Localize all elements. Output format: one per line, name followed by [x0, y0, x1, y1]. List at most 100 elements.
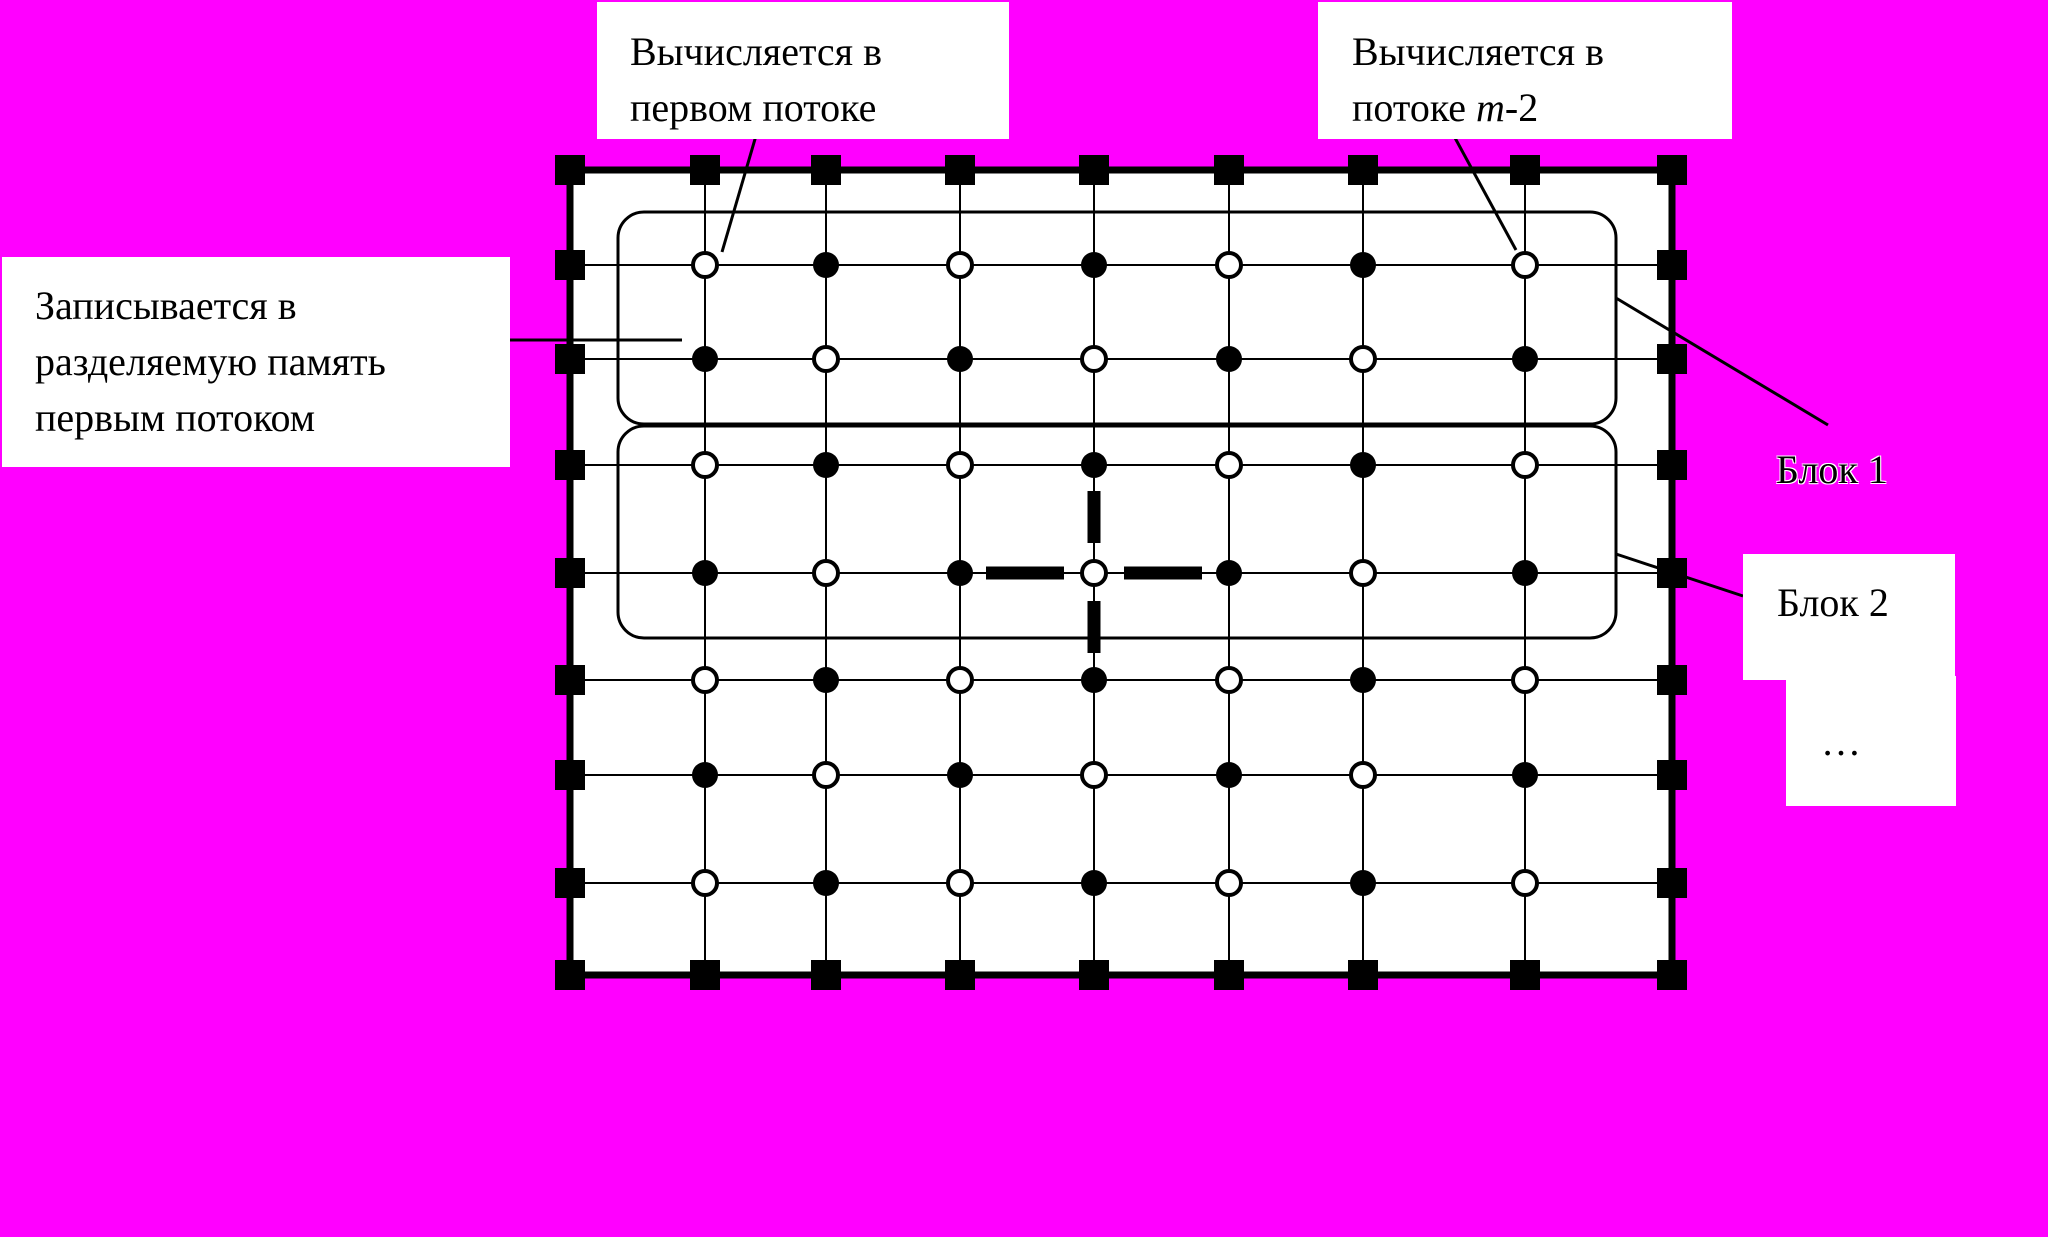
node-open-r7-c3 [946, 869, 974, 897]
boundary-node-r6-c0 [555, 760, 585, 790]
boundary-node-r0-c6 [1348, 155, 1378, 185]
label-ellipsis: … [1786, 676, 1956, 806]
node-filled-r4-c3 [947, 560, 973, 586]
node-filled-r6-c5 [1216, 762, 1242, 788]
boundary-node-r0-c8 [1657, 155, 1687, 185]
label-thread-m2-variable: m [1476, 85, 1505, 130]
label-block-1: Блок 1 [1776, 447, 1888, 492]
boundary-node-r0-c1 [690, 155, 720, 185]
node-filled-r5-c6 [1350, 667, 1376, 693]
node-filled-r3-c2 [813, 452, 839, 478]
boundary-node-r2-c8 [1657, 344, 1687, 374]
boundary-node-r8-c5 [1214, 960, 1244, 990]
node-open-r4-c6 [1349, 559, 1377, 587]
node-filled-r5-c4 [1081, 667, 1107, 693]
node-filled-r2-c7 [1512, 346, 1538, 372]
boundary-node-r0-c2 [811, 155, 841, 185]
node-filled-r4-c5 [1216, 560, 1242, 586]
node-filled-r7-c6 [1350, 870, 1376, 896]
boundary-node-r7-c0 [555, 868, 585, 898]
node-open-r6-c4 [1080, 761, 1108, 789]
label-shared-memory-line3: первым потоком [35, 395, 316, 440]
node-open-r2-c2 [812, 345, 840, 373]
node-filled-r4-c7 [1512, 560, 1538, 586]
boundary-node-r0-c5 [1214, 155, 1244, 185]
node-open-r7-c7 [1511, 869, 1539, 897]
node-filled-r1-c6 [1350, 252, 1376, 278]
leader-block-1 [1615, 296, 1829, 427]
label-first-thread-line1: Вычисляется в [630, 29, 882, 74]
label-thread-m2-line2: потоке m-2 [1352, 80, 1732, 136]
node-open-r6-c6 [1349, 761, 1377, 789]
boundary-node-r0-c4 [1079, 155, 1109, 185]
node-open-r3-c7 [1511, 451, 1539, 479]
node-filled-r1-c2 [813, 252, 839, 278]
block-2-outline [616, 424, 1618, 640]
boundary-node-r4-c0 [555, 558, 585, 588]
node-open-r6-c2 [812, 761, 840, 789]
boundary-node-r5-c8 [1657, 665, 1687, 695]
label-shared-memory-line2: разделяемую память [35, 339, 386, 384]
node-open-r7-c1 [691, 869, 719, 897]
label-first-thread: Вычисляется в первом потоке [597, 2, 1009, 139]
node-open-r5-c7 [1511, 666, 1539, 694]
label-shared-memory: Записывается в разделяемую память первым… [2, 257, 510, 467]
node-filled-r2-c1 [692, 346, 718, 372]
node-filled-r5-c2 [813, 667, 839, 693]
label-first-thread-line2: первом потоке [630, 85, 877, 130]
boundary-node-r7-c8 [1657, 868, 1687, 898]
boundary-node-r2-c0 [555, 344, 585, 374]
node-filled-r6-c7 [1512, 762, 1538, 788]
boundary-node-r8-c4 [1079, 960, 1109, 990]
boundary-node-r3-c0 [555, 450, 585, 480]
node-filled-r7-c2 [813, 870, 839, 896]
node-open-r5-c3 [946, 666, 974, 694]
node-open-r3-c1 [691, 451, 719, 479]
node-open-r1-c3 [946, 251, 974, 279]
node-open-r2-c6 [1349, 345, 1377, 373]
node-filled-r2-c3 [947, 346, 973, 372]
node-open-r2-c4 [1080, 345, 1108, 373]
node-filled-r3-c6 [1350, 452, 1376, 478]
node-open-r3-c5 [1215, 451, 1243, 479]
node-open-r1-c5 [1215, 251, 1243, 279]
node-open-r3-c3 [946, 451, 974, 479]
label-thread-m2-suffix: -2 [1504, 85, 1539, 130]
node-open-r5-c1 [691, 666, 719, 694]
boundary-node-r6-c8 [1657, 760, 1687, 790]
node-open-r1-c1 [691, 251, 719, 279]
label-thread-m2: Вычисляется в потоке m-2 [1318, 2, 1732, 139]
node-filled-r1-c4 [1081, 252, 1107, 278]
node-open-r1-c7 [1511, 251, 1539, 279]
boundary-node-r0-c3 [945, 155, 975, 185]
block-1-outline [616, 210, 1618, 426]
node-open-r4-c4 [1080, 559, 1108, 587]
node-filled-r6-c3 [947, 762, 973, 788]
boundary-node-r8-c2 [811, 960, 841, 990]
leader-first-thread [720, 121, 762, 253]
leader-thread-m2 [1446, 124, 1518, 251]
node-filled-r4-c1 [692, 560, 718, 586]
node-open-r7-c5 [1215, 869, 1243, 897]
boundary-node-r0-c0 [555, 155, 585, 185]
boundary-node-r8-c1 [690, 960, 720, 990]
node-filled-r2-c5 [1216, 346, 1242, 372]
label-block-2-text: Блок 2 [1777, 580, 1889, 625]
label-shared-memory-line1: Записывается в [35, 283, 297, 328]
label-thread-m2-prefix: потоке [1352, 85, 1477, 130]
node-filled-r6-c1 [692, 762, 718, 788]
label-block-2: Блок 2 [1743, 554, 1955, 680]
boundary-node-r8-c0 [555, 960, 585, 990]
boundary-node-r8-c6 [1348, 960, 1378, 990]
label-ellipsis-text: … [1821, 719, 1861, 764]
boundary-node-r8-c7 [1510, 960, 1540, 990]
label-thread-m2-line1: Вычисляется в [1352, 29, 1604, 74]
node-open-r5-c5 [1215, 666, 1243, 694]
boundary-node-r5-c0 [555, 665, 585, 695]
boundary-node-r3-c8 [1657, 450, 1687, 480]
boundary-node-r8-c8 [1657, 960, 1687, 990]
leader-block-2 [1615, 552, 1744, 598]
boundary-node-r1-c0 [555, 250, 585, 280]
